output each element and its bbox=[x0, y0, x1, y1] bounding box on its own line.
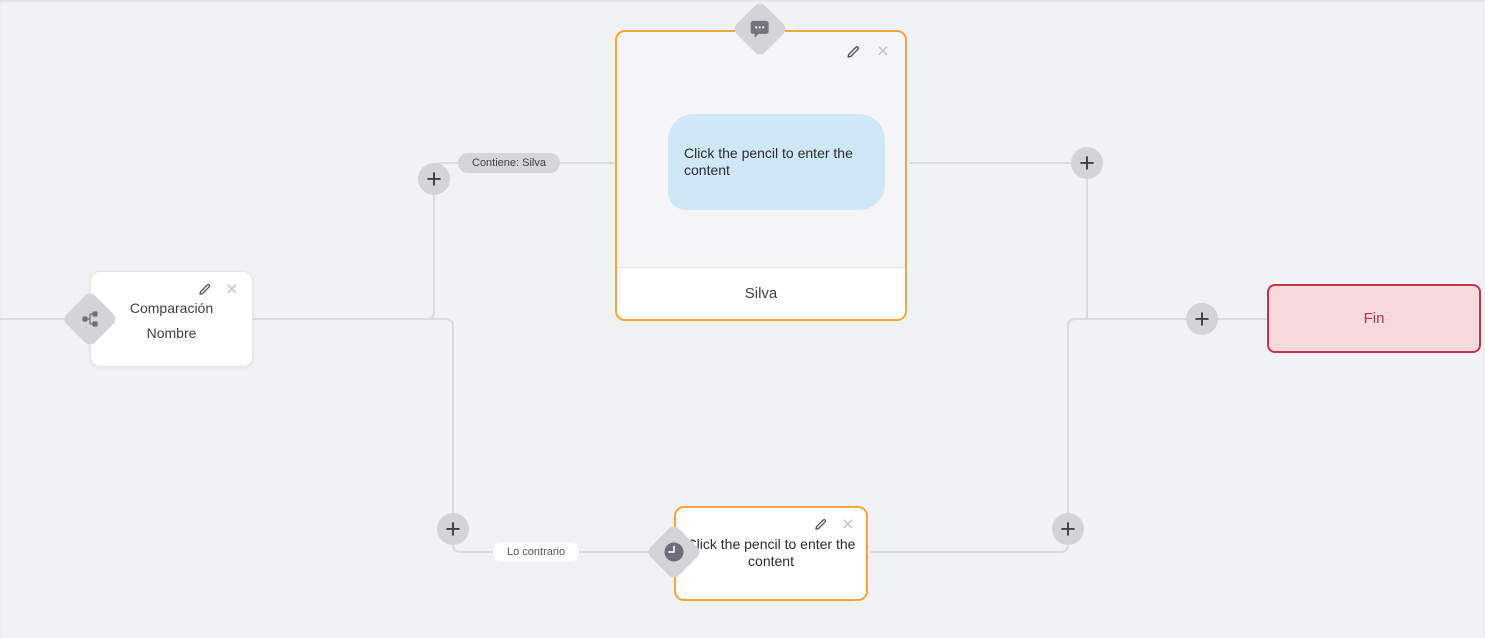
end-node[interactable]: Fin bbox=[1267, 284, 1481, 353]
condition-node[interactable]: × Comparación Nombre bbox=[90, 271, 253, 367]
message-node[interactable]: × Click the pencil to enter the content … bbox=[615, 30, 907, 321]
message-port-diamond[interactable] bbox=[731, 0, 789, 58]
delay-port-diamond[interactable] bbox=[645, 523, 703, 581]
message-footer-label: Silva bbox=[744, 285, 778, 302]
connector-delay-out bbox=[870, 318, 1267, 553]
message-node-footer: Silva bbox=[617, 267, 905, 319]
condition-title-line2: Nombre bbox=[146, 325, 197, 341]
add-step-button-branch-down[interactable]: + bbox=[437, 513, 469, 545]
pencil-icon[interactable] bbox=[197, 282, 212, 297]
delay-node[interactable]: × Click the pencil to enter the content bbox=[674, 506, 868, 601]
pencil-icon[interactable] bbox=[845, 44, 861, 60]
message-bubble: Click the pencil to enter the content bbox=[668, 114, 885, 210]
delay-placeholder-text: Click the pencil to enter the content bbox=[686, 536, 856, 569]
condition-port-diamond[interactable] bbox=[61, 290, 119, 348]
add-step-button-branch-up[interactable]: + bbox=[418, 163, 450, 195]
connector-message-out bbox=[909, 162, 1088, 318]
message-placeholder-text: Click the pencil to enter the content bbox=[684, 145, 853, 178]
add-step-button-before-end[interactable]: + bbox=[1186, 303, 1218, 335]
end-node-label: Fin bbox=[1363, 310, 1385, 327]
edge-label-otherwise[interactable]: Lo contrario bbox=[493, 542, 580, 562]
branch-icon bbox=[82, 311, 98, 327]
close-icon[interactable]: × bbox=[841, 512, 854, 536]
message-bubble-icon bbox=[750, 20, 770, 39]
close-icon[interactable]: × bbox=[225, 277, 238, 301]
clock-icon bbox=[663, 541, 685, 563]
condition-title-line1: Comparación bbox=[129, 300, 214, 316]
connector-branch-down bbox=[253, 318, 656, 553]
close-icon[interactable]: × bbox=[876, 40, 889, 63]
connector-branch-up bbox=[425, 162, 615, 320]
add-step-button-message-out[interactable]: + bbox=[1071, 147, 1103, 179]
edge-label-match[interactable]: Contiene: Silva bbox=[458, 153, 560, 173]
add-step-button-delay-out[interactable]: + bbox=[1052, 513, 1084, 545]
pencil-icon[interactable] bbox=[813, 517, 828, 532]
